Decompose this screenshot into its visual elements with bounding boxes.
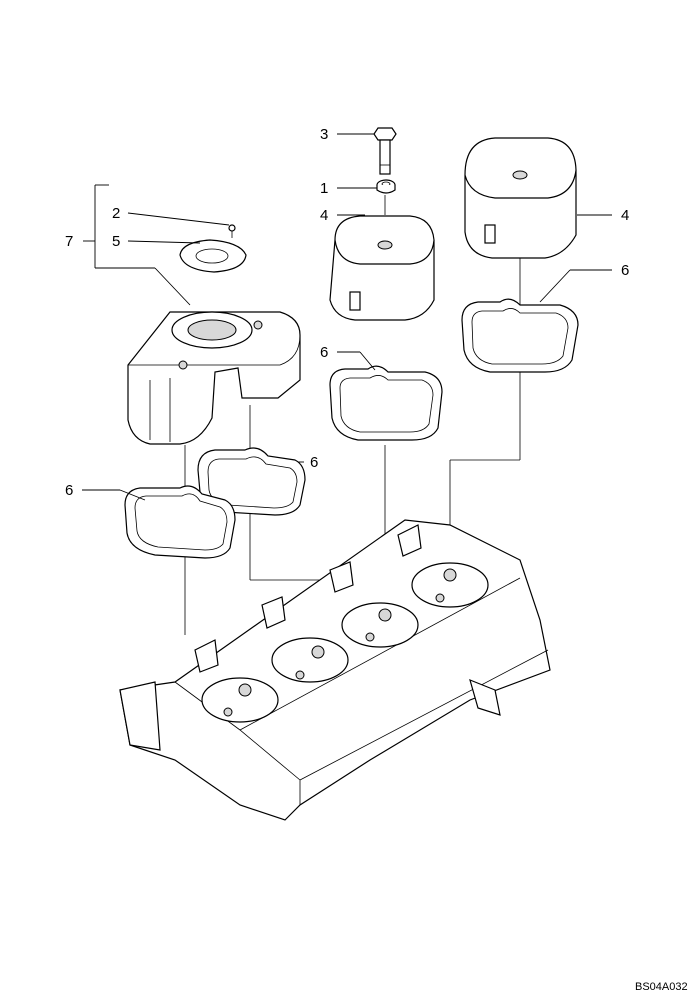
rocker-cover-part-4-center [329,215,435,321]
gasket-part-6-left-lower [124,485,236,559]
rocker-cover-part-4-right [464,137,577,259]
callout-leaders [82,133,612,501]
drawing-reference: BS04A032 [635,981,688,993]
bolt-part-3 [373,127,397,175]
gasket-part-6-right [461,298,579,373]
gasket-part-6-center [329,365,443,441]
callout-6-left-lower: 6 [65,482,73,499]
callout-7: 7 [65,233,73,250]
washer-part-1 [376,179,396,194]
callout-4-center: 4 [320,207,328,224]
callout-6-right: 6 [621,262,629,279]
breather-plate-part-5 [179,239,247,273]
cylinder-head [119,519,551,821]
callout-1: 1 [320,180,328,197]
callout-4-right: 4 [621,207,629,224]
callout-6-center: 6 [320,344,328,361]
callout-3: 3 [320,126,328,143]
callout-6-left-upper: 6 [310,454,318,471]
callout-2: 2 [112,205,120,222]
rocker-cover-part-7 [127,311,301,445]
screw-part-2 [228,224,236,238]
callout-5: 5 [112,233,120,250]
